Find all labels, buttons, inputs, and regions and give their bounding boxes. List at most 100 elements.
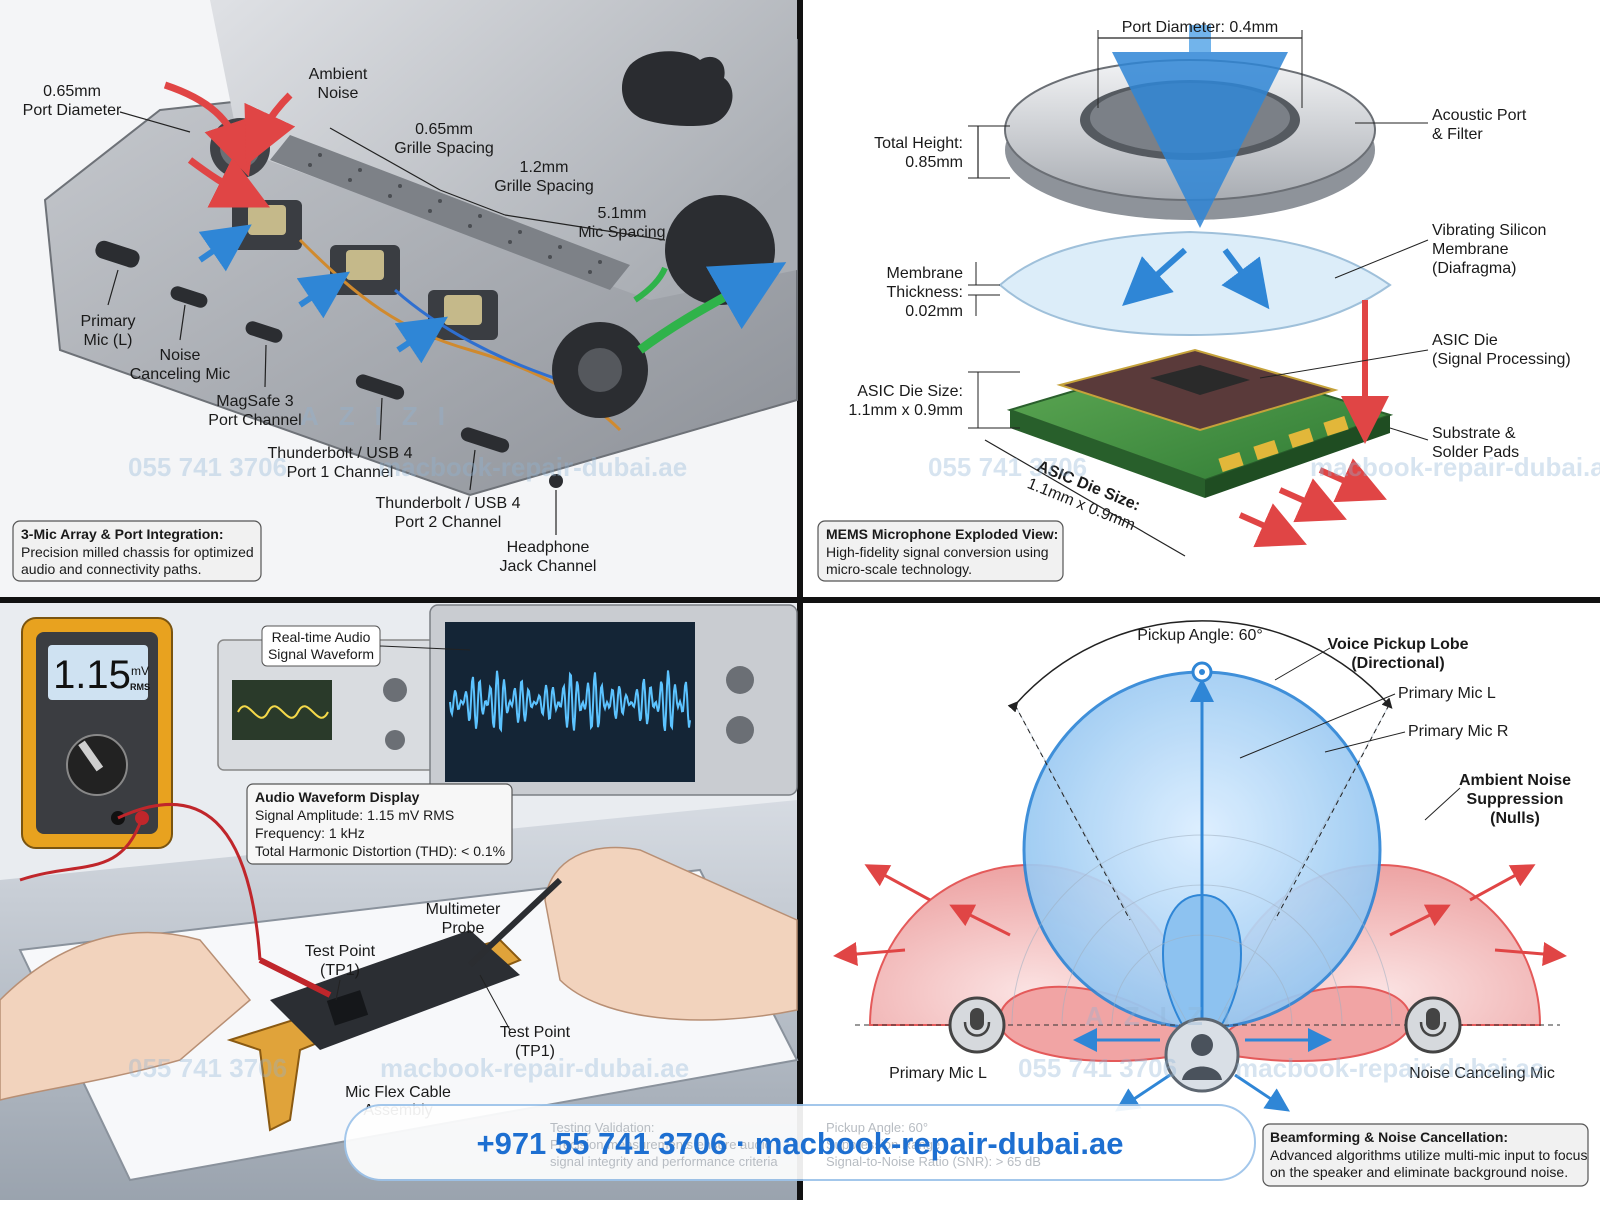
- svg-text:Audio Waveform Display: Audio Waveform Display: [255, 789, 420, 805]
- label-test-point-b: Test Point (TP1): [479, 974, 571, 1060]
- svg-text:(Diafragma): (Diafragma): [1432, 260, 1516, 277]
- multimeter-unit: mV: [131, 664, 149, 678]
- svg-text:macbook-repair-dubai.ae: macbook-repair-dubai.ae: [1235, 1053, 1544, 1083]
- label-voice-lobe: Voice Pickup Lobe (Directional): [1274, 636, 1469, 681]
- speaker-grille: [270, 135, 630, 290]
- svg-text:Advanced algorithms utilize mu: Advanced algorithms utilize multi-mic in…: [1270, 1147, 1587, 1163]
- svg-text:Primary Mic R: Primary Mic R: [1408, 723, 1508, 740]
- svg-text:Suppression: Suppression: [1467, 791, 1564, 808]
- multimeter-display: [48, 645, 148, 700]
- label-acoustic-port: Acoustic Port & Filter: [1355, 107, 1527, 143]
- svg-text:Headphone: Headphone: [507, 539, 590, 556]
- label-multimeter-probe: Multimeter Probe: [426, 901, 501, 937]
- multimeter-reading: 1.15: [53, 653, 131, 697]
- mic-module: [232, 200, 302, 250]
- label-primary-mic: Primary Mic (L): [80, 313, 135, 349]
- svg-text:Pickup Angle: 60°: Pickup Angle: 60°: [826, 1120, 928, 1135]
- svg-text:Multimeter: Multimeter: [426, 901, 501, 918]
- svg-text:Canceling Mic: Canceling Mic: [130, 366, 230, 383]
- svg-text:Primary: Primary: [80, 313, 135, 330]
- svg-text:Mic (L): Mic (L): [84, 332, 133, 349]
- svg-text:055 741 3706: 055 741 3706: [928, 452, 1087, 482]
- oscilloscope: [429, 604, 798, 796]
- svg-text:055 741 3706: 055 741 3706: [1018, 1053, 1177, 1083]
- svg-text:Signal Amplitude: 1.15 mV RMS: Signal Amplitude: 1.15 mV RMS: [255, 807, 454, 823]
- svg-text:MagSafe 3: MagSafe 3: [216, 393, 293, 410]
- microphone-icon: [1404, 996, 1462, 1054]
- label-total-height: Total Height: 0.85mm: [874, 125, 1010, 179]
- svg-text:Mic Flex Cable: Mic Flex Cable: [345, 1084, 451, 1101]
- svg-text:Solder Pads: Solder Pads: [1432, 444, 1519, 461]
- testing-illustration: 1.15 mV RMS: [0, 604, 799, 1200]
- svg-text:5.1mm: 5.1mm: [598, 205, 647, 222]
- label-primary-mic-r: Primary Mic R: [1324, 723, 1508, 753]
- svg-text:Total Harmonic Distortion (THD: Total Harmonic Distortion (THD): < 0.1%: [255, 843, 505, 859]
- beam-illustration: [833, 620, 1567, 1112]
- svg-text:Acoustic Port: Acoustic Port: [1432, 107, 1527, 124]
- svg-text:Precision milled chassis for o: Precision milled chassis for optimized: [21, 544, 254, 560]
- svg-text:0.65mm: 0.65mm: [43, 83, 101, 100]
- svg-text:audio and connectivity paths.: audio and connectivity paths.: [21, 561, 202, 577]
- label-noise-mic: Noise Canceling Mic: [130, 347, 230, 383]
- svg-text:055 741 3706: 055 741 3706: [128, 1053, 287, 1083]
- caption-mems: MEMS Microphone Exploded View: High-fide…: [817, 520, 1064, 582]
- svg-text:Port 2 Channel: Port 2 Channel: [395, 514, 502, 531]
- mic-flex-cable: [226, 930, 522, 1132]
- svg-text:Test Point: Test Point: [305, 943, 376, 960]
- svg-text:Beamforming & Noise Cancellati: Beamforming & Noise Cancellation:: [1270, 1129, 1508, 1145]
- svg-text:1.1mm x 0.9mm: 1.1mm x 0.9mm: [848, 402, 963, 419]
- svg-text:Grille Spacing: Grille Spacing: [394, 140, 494, 157]
- svg-text:(Signal Processing): (Signal Processing): [1432, 351, 1571, 368]
- svg-text:Membrane: Membrane: [887, 265, 964, 282]
- black-probe: [467, 877, 563, 968]
- mems-labels: Port Diameter: 0.4mm Total Height: 0.85m…: [848, 19, 1571, 557]
- svg-text:Probe: Probe: [442, 920, 485, 937]
- svg-text:Port Diameter: 0.4mm: Port Diameter: 0.4mm: [1122, 19, 1278, 36]
- svg-text:Precision measurements ensure: Precision measurements ensure audio: [550, 1137, 772, 1152]
- waveform-trace: [449, 670, 691, 733]
- apple-logo-icon: [621, 51, 733, 126]
- svg-text:ASIC Die Size:: ASIC Die Size:: [857, 383, 963, 400]
- label-asic-die: ASIC Die (Signal Processing): [1259, 332, 1571, 379]
- svg-text:0.85mm: 0.85mm: [905, 154, 963, 171]
- svg-text:Substrate &: Substrate &: [1432, 425, 1516, 442]
- svg-text:Port Channel: Port Channel: [208, 412, 301, 429]
- svg-text:Suppression Range: Suppression Range: [826, 1137, 940, 1152]
- svg-text:Jack Channel: Jack Channel: [500, 558, 597, 575]
- svg-text:Thickness:: Thickness:: [887, 284, 963, 301]
- label-grille-spacing-b: 1.2mm Grille Spacing: [494, 159, 594, 195]
- beam-labels: Pickup Angle: 60° Voice Pickup Lobe (Dir…: [889, 627, 1571, 1082]
- svg-text:Test Point: Test Point: [500, 1024, 571, 1041]
- label-port-diameter-mems: Port Diameter: 0.4mm: [1097, 19, 1303, 108]
- svg-text:ASIC Die: ASIC Die: [1432, 332, 1498, 349]
- multimeter-mode: RMS: [130, 682, 150, 692]
- mic-module: [330, 245, 400, 295]
- svg-text:Ambient Noise: Ambient Noise: [1459, 772, 1571, 789]
- caption-beam: Beamforming & Noise Cancellation: Advanc…: [1262, 1123, 1589, 1187]
- svg-text:(Directional): (Directional): [1351, 655, 1444, 672]
- svg-text:signal integrity and performan: signal integrity and performance criteri…: [550, 1154, 778, 1169]
- svg-text:macbook-repair-dubai.ae: macbook-repair-dubai.ae: [380, 1053, 689, 1083]
- svg-text:0.02mm: 0.02mm: [905, 303, 963, 320]
- red-probe: [258, 957, 332, 998]
- contact-banner-text[interactable]: +971 55 741 3706 · macbook-repair-dubai.…: [476, 1126, 1123, 1161]
- svg-text:Noise: Noise: [160, 347, 201, 364]
- speaker-head-icon: [1164, 1017, 1240, 1093]
- svg-text:Membrane: Membrane: [1432, 241, 1509, 258]
- svg-text:Real-time Audio: Real-time Audio: [272, 629, 371, 645]
- silicon-membrane: [998, 230, 1392, 337]
- microphone-icon: [948, 996, 1006, 1054]
- function-generator: [217, 639, 444, 771]
- label-pickup-angle: Pickup Angle: 60°: [1137, 627, 1263, 644]
- svg-text:Total Height:: Total Height:: [874, 135, 963, 152]
- label-port-diameter: 0.65mm Port Diameter: [23, 83, 122, 119]
- svg-text:(TP1): (TP1): [320, 962, 360, 979]
- divider-horizontal: [0, 597, 1600, 603]
- label-thunderbolt-2: Thunderbolt / USB 4 Port 2 Channel: [376, 495, 521, 531]
- svg-text:1.2mm: 1.2mm: [520, 159, 569, 176]
- label-silicon-membrane: Vibrating Silicon Membrane (Diafragma): [1334, 222, 1546, 279]
- chassis-illustration: [43, 0, 798, 497]
- label-grille-spacing-a: 0.65mm Grille Spacing: [394, 121, 494, 157]
- svg-text:(Nulls): (Nulls): [1490, 810, 1540, 827]
